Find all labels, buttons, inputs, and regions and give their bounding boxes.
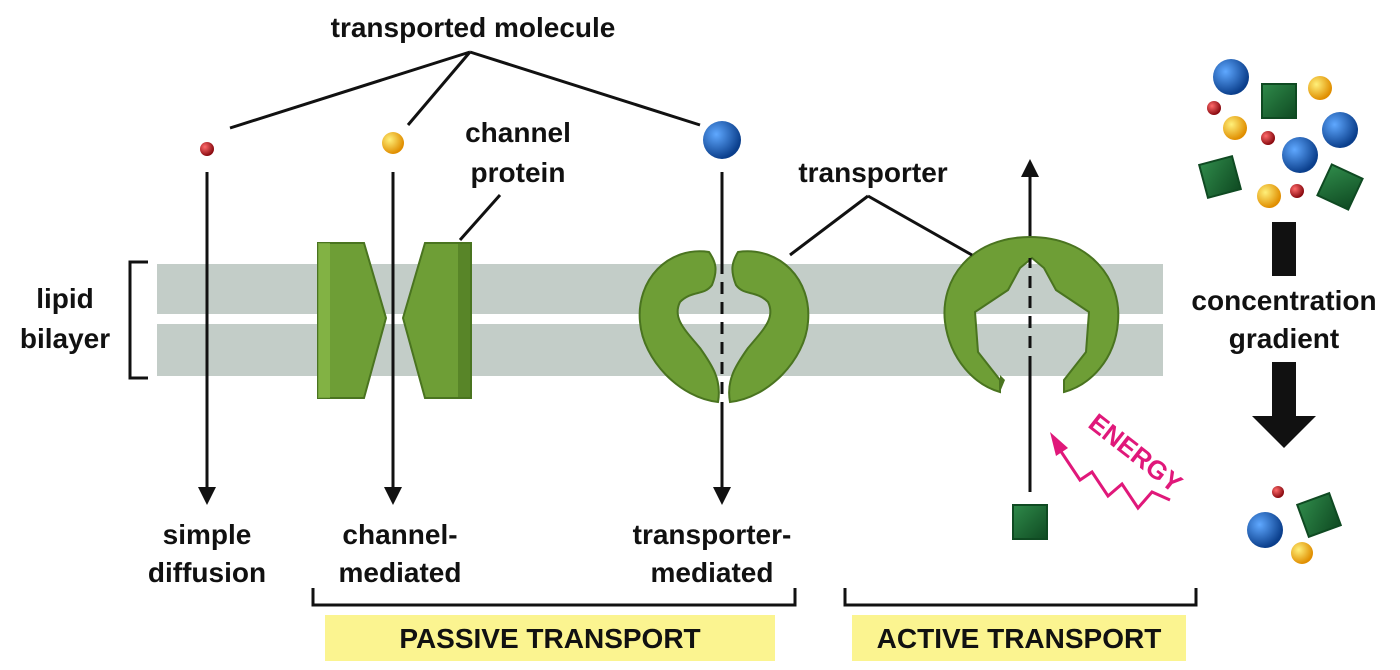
active-transport-bracket bbox=[843, 588, 1198, 607]
channel-protein bbox=[317, 242, 472, 399]
low-concentration-cluster bbox=[1247, 486, 1343, 564]
lipid-bilayer-label-line1: lipid bbox=[36, 283, 94, 314]
small-red-molecule bbox=[200, 142, 214, 156]
transported-molecule-label: transported molecule bbox=[331, 12, 616, 43]
bilayer-bracket bbox=[128, 260, 148, 380]
passive-transporter bbox=[638, 250, 810, 404]
passive-transport-bracket bbox=[311, 588, 797, 607]
channel-protein-right-shade bbox=[458, 243, 471, 398]
transporter-mediated-label-line1: transporter- bbox=[633, 519, 792, 550]
gradient-arrow-shaft-top bbox=[1272, 222, 1296, 276]
concentration-gradient-label-line2: gradient bbox=[1229, 323, 1339, 354]
active-transport-label: ACTIVE TRANSPORT bbox=[877, 623, 1162, 654]
transporter-left-lobe bbox=[638, 250, 720, 404]
passive-transport-label: PASSIVE TRANSPORT bbox=[399, 623, 700, 654]
high-concentration-cluster bbox=[1197, 59, 1364, 211]
energy-indicator: ENERGY bbox=[1050, 407, 1188, 511]
simple-diffusion-label-line1: simple bbox=[163, 519, 252, 550]
green-square-molecule bbox=[1012, 504, 1048, 540]
gradient-arrow-shaft-bottom bbox=[1272, 362, 1296, 418]
concentration-gradient-label-line1: concentration bbox=[1191, 285, 1376, 316]
transporter-right-lobe bbox=[728, 250, 810, 404]
pump-body bbox=[943, 235, 1120, 394]
active-transport-banner bbox=[852, 615, 1186, 661]
active-transporter bbox=[943, 235, 1120, 394]
blue-molecule bbox=[703, 121, 741, 159]
transporter-pointer-lines bbox=[789, 194, 973, 257]
channel-protein-label-line2: protein bbox=[471, 157, 566, 188]
channel-protein-pointer bbox=[458, 194, 502, 241]
down-arrow bbox=[1252, 416, 1316, 448]
channel-protein-left-highlight bbox=[318, 243, 330, 398]
simple-diffusion-label-line2: diffusion bbox=[148, 557, 266, 588]
channel-mediated-label-line2: mediated bbox=[339, 557, 462, 588]
channel-protein-label-line1: channel bbox=[465, 117, 571, 148]
energy-squiggle-arrow bbox=[1058, 449, 1171, 511]
lipid-bilayer-label-line2: bilayer bbox=[20, 323, 110, 354]
channel-mediated-label-line1: channel- bbox=[342, 519, 457, 550]
yellow-molecule bbox=[382, 132, 404, 154]
transporter-mediated-label-line2: mediated bbox=[651, 557, 774, 588]
transport-arrows bbox=[198, 159, 1039, 505]
passive-transport-banner bbox=[325, 615, 775, 661]
transporter-label: transporter bbox=[798, 157, 947, 188]
transported-molecule-pointer-lines bbox=[229, 50, 701, 130]
